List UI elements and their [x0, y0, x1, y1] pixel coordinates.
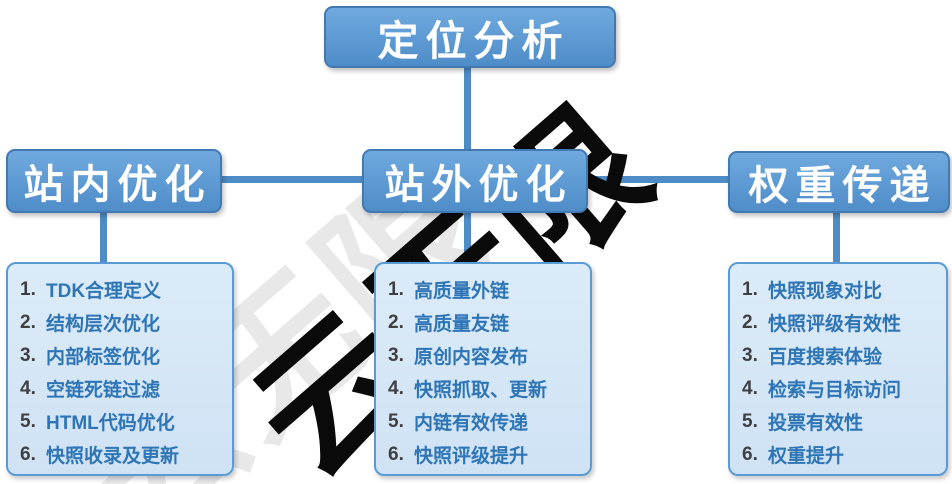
branch-node-label: 站外优化	[384, 163, 573, 207]
connector-center-branch	[464, 206, 471, 268]
list-item-text: 高质量友链	[414, 314, 510, 335]
list-item: 5. HTML代码优化	[20, 405, 232, 438]
list-item: 4. 空链死链过滤	[20, 372, 232, 405]
list-item-text: 快照抓取、更新	[414, 380, 548, 401]
list-item-text: 权重提升	[768, 446, 845, 467]
list-item-text: 快照现象对比	[768, 281, 883, 302]
list-item-number: 3.	[388, 344, 404, 366]
root-node: 定位分析	[324, 6, 616, 68]
list-item-number: 6.	[388, 443, 404, 465]
list-item: 3. 原创内容发布	[388, 339, 590, 372]
list-item-number: 5.	[20, 410, 36, 432]
list-item-number: 5.	[742, 410, 758, 432]
list-item: 1. 快照现象对比	[742, 273, 946, 306]
list-item: 6. 快照评级提升	[388, 438, 590, 471]
list-item-text: 投票有效性	[768, 413, 864, 434]
list-item-number: 1.	[20, 278, 36, 300]
connector-root-to-center	[464, 60, 471, 160]
list-item-text: 快照评级有效性	[768, 314, 902, 335]
list-item-number: 2.	[742, 311, 758, 333]
list-item-number: 6.	[742, 443, 758, 465]
list-item-number: 3.	[742, 344, 758, 366]
list-item-number: 2.	[20, 311, 36, 333]
connector-left-branch	[100, 206, 107, 268]
list-item-text: TDK合理定义	[46, 281, 162, 302]
list-offsite: 1. 高质量外链 2. 高质量友链 3. 原创内容发布 4. 快照抓取、更新 5…	[374, 262, 592, 476]
list-item: 6. 快照收录及更新	[20, 438, 232, 471]
connector-right-branch	[833, 206, 840, 268]
list-item: 2. 高质量友链	[388, 306, 590, 339]
list-item: 4. 检索与目标访问	[742, 372, 946, 405]
list-item-number: 2.	[388, 311, 404, 333]
list-item-text: HTML代码优化	[46, 413, 175, 434]
list-item-text: 百度搜索体验	[768, 347, 883, 368]
list-item-text: 快照收录及更新	[46, 446, 180, 467]
list-item: 5. 内链有效传递	[388, 405, 590, 438]
list-item: 1. TDK合理定义	[20, 273, 232, 306]
list-item-text: 结构层次优化	[46, 314, 161, 335]
list-item-number: 3.	[20, 344, 36, 366]
list-item-number: 1.	[742, 278, 758, 300]
list-item: 3. 内部标签优化	[20, 339, 232, 372]
list-item-text: 内链有效传递	[414, 413, 529, 434]
list-item-number: 5.	[388, 410, 404, 432]
list-item: 2. 结构层次优化	[20, 306, 232, 339]
list-item-text: 空链死链过滤	[46, 380, 161, 401]
list-onsite: 1. TDK合理定义 2. 结构层次优化 3. 内部标签优化 4. 空链死链过滤…	[6, 262, 234, 476]
list-item: 6. 权重提升	[742, 438, 946, 471]
list-item: 1. 高质量外链	[388, 273, 590, 306]
list-item: 5. 投票有效性	[742, 405, 946, 438]
branch-node-onsite: 站内优化	[6, 149, 222, 213]
list-item-text: 原创内容发布	[414, 347, 529, 368]
list-item-text: 高质量外链	[414, 281, 510, 302]
list-item: 3. 百度搜索体验	[742, 339, 946, 372]
list-item: 4. 快照抓取、更新	[388, 372, 590, 405]
list-weight: 1. 快照现象对比 2. 快照评级有效性 3. 百度搜索体验 4. 检索与目标访…	[728, 262, 948, 476]
list-item-text: 检索与目标访问	[768, 380, 902, 401]
branch-node-label: 站内优化	[23, 163, 212, 207]
branch-node-offsite: 站外优化	[362, 149, 588, 213]
list-item-text: 内部标签优化	[46, 347, 161, 368]
list-item-number: 4.	[20, 377, 36, 399]
list-item-number: 4.	[388, 377, 404, 399]
list-item: 2. 快照评级有效性	[742, 306, 946, 339]
root-node-label: 定位分析	[377, 18, 570, 64]
list-item-number: 6.	[20, 443, 36, 465]
list-item-number: 1.	[388, 278, 404, 300]
branch-node-weight: 权重传递	[728, 151, 950, 213]
list-item-number: 4.	[742, 377, 758, 399]
list-item-text: 快照评级提升	[414, 446, 529, 467]
branch-node-label: 权重传递	[748, 164, 937, 208]
